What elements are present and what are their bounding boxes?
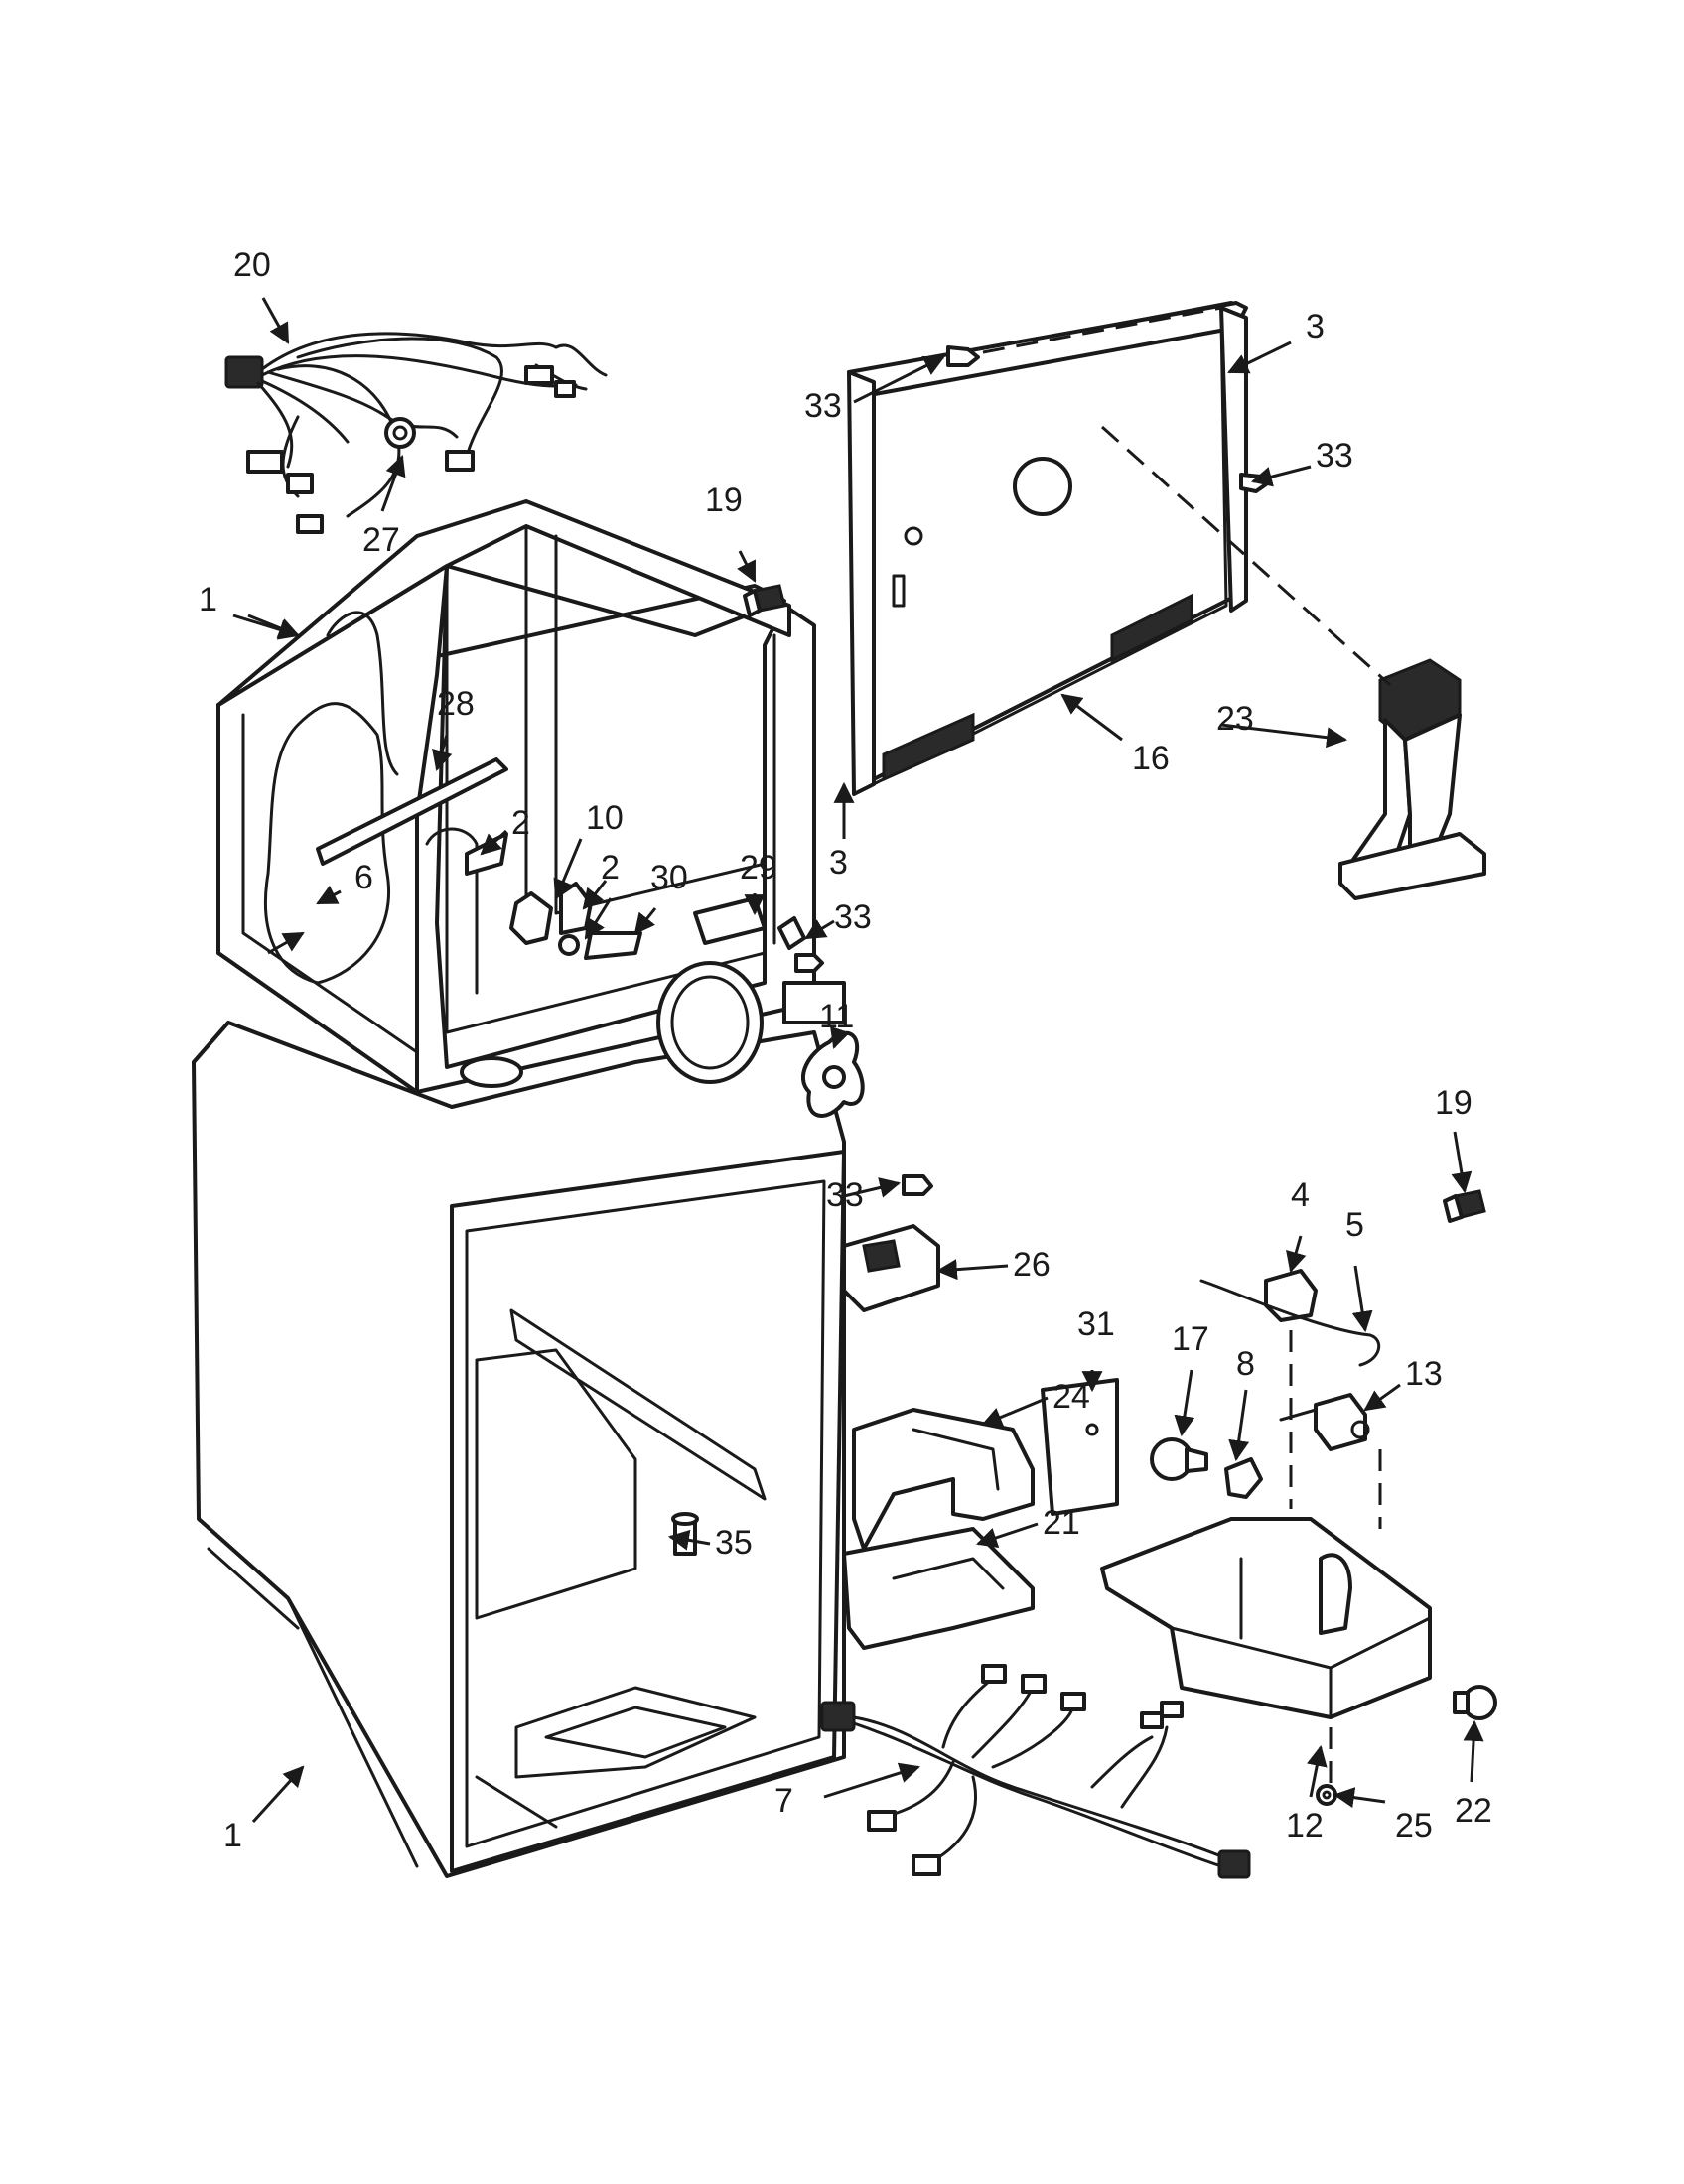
screw-33-lower (902, 1174, 933, 1196)
callout-21: 21 (1043, 1504, 1080, 1542)
control-housing (852, 1408, 1035, 1551)
callout-5: 5 (1345, 1206, 1364, 1244)
leader-lines (232, 297, 1484, 1824)
callout-33-top: 33 (804, 387, 842, 425)
light-bulb (1150, 1437, 1208, 1481)
control-bracket (842, 1527, 1035, 1650)
callout-28: 28 (437, 685, 475, 723)
alignment-lines (982, 306, 1392, 1787)
callout-13: 13 (1405, 1355, 1443, 1393)
callout-19-upper: 19 (705, 481, 743, 519)
callout-8: 8 (1236, 1345, 1255, 1383)
callout-25: 25 (1395, 1807, 1433, 1844)
control-knob-8 (1224, 1457, 1263, 1499)
callout-17: 17 (1172, 1320, 1209, 1358)
callout-1-lower: 1 (223, 1817, 242, 1854)
callout-20: 20 (233, 246, 271, 284)
shelf-clip-upper (743, 584, 786, 617)
callout-24: 24 (1052, 1378, 1090, 1416)
control-knob-22 (1453, 1685, 1497, 1720)
light-socket (842, 1224, 940, 1312)
callout-26: 26 (1013, 1246, 1051, 1284)
callout-11: 11 (819, 998, 854, 1035)
evaporator-cover (847, 301, 1248, 796)
wiring-harness-upper (224, 332, 608, 534)
callout-27: 27 (362, 521, 400, 559)
callout-29: 29 (740, 849, 777, 887)
evaporator-fan (656, 961, 865, 1118)
callout-2-left: 2 (511, 804, 530, 842)
callout-33-mid: 33 (834, 898, 872, 936)
callout-2-right: 2 (601, 849, 620, 887)
callout-4: 4 (1291, 1176, 1310, 1214)
shelf-clip-lower (1443, 1189, 1486, 1223)
fresh-food-liner (192, 1021, 846, 1878)
cold-control (1279, 1393, 1370, 1451)
callout-3-top: 3 (1306, 308, 1325, 345)
callout-1-upper: 1 (199, 581, 217, 618)
nut-25 (1316, 1784, 1337, 1806)
control-tray (1100, 1517, 1432, 1719)
callout-35: 35 (715, 1524, 753, 1562)
callout-19-lower: 19 (1435, 1084, 1473, 1122)
air-duct (1338, 658, 1486, 900)
callout-31: 31 (1077, 1305, 1115, 1343)
callout-labels: 20 27 1 19 28 2 10 6 2 30 29 33 11 33 26… (199, 246, 1492, 1854)
callout-30: 30 (650, 859, 688, 896)
drain-trough (671, 1512, 699, 1556)
screw-33-mid (794, 953, 824, 973)
callout-3-left: 3 (829, 844, 848, 882)
callout-6: 6 (354, 859, 373, 896)
wiring-harness-lower (820, 1664, 1251, 1879)
callout-33-right: 33 (1316, 437, 1353, 475)
callout-23: 23 (1216, 700, 1254, 738)
callout-7: 7 (774, 1782, 793, 1820)
callout-12: 12 (1286, 1807, 1324, 1844)
callout-22: 22 (1455, 1792, 1492, 1830)
callout-33-lower: 33 (826, 1176, 864, 1214)
screw-33-right (1239, 473, 1268, 493)
screw-33-top (946, 345, 980, 367)
callout-10: 10 (586, 799, 624, 837)
callout-16: 16 (1132, 740, 1170, 777)
